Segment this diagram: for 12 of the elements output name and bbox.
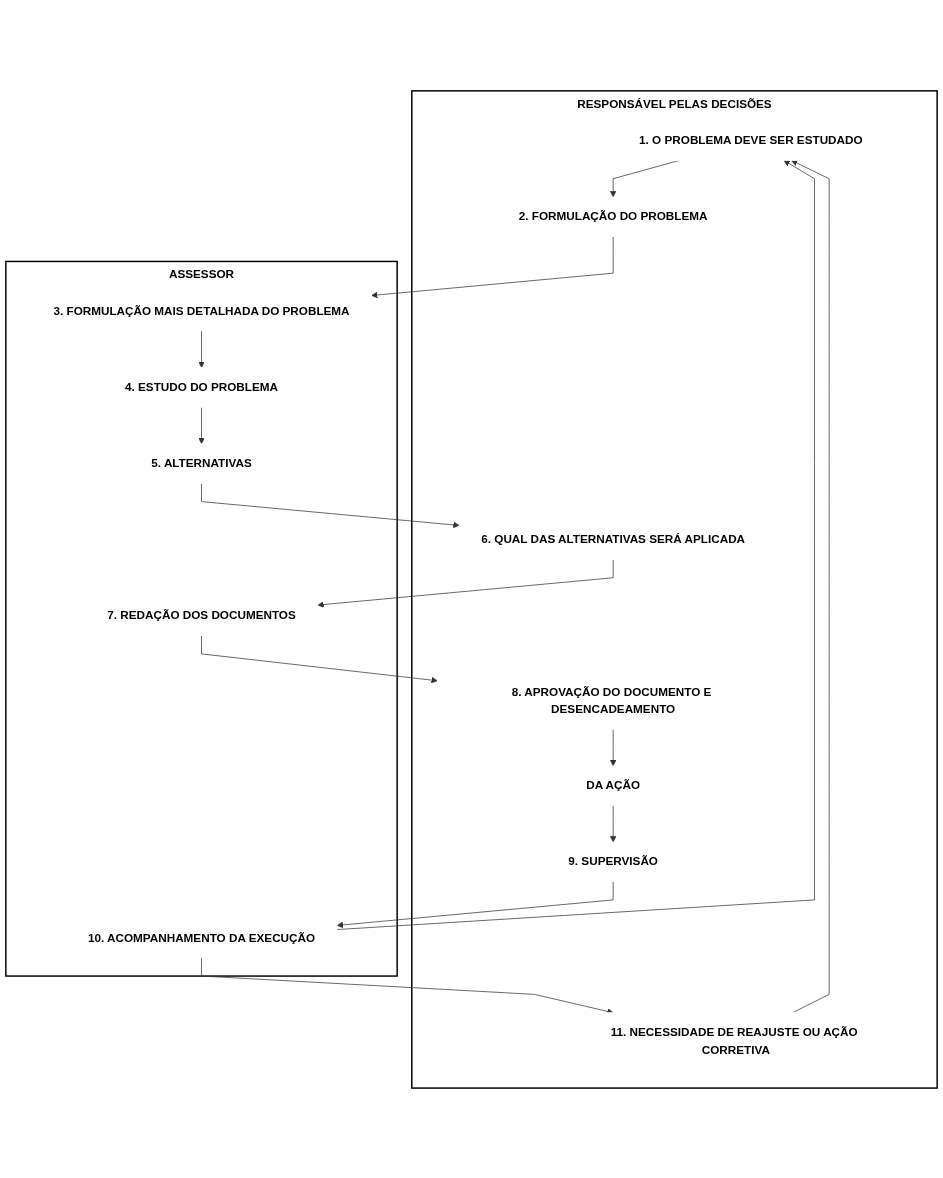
node-text: 8. APROVAÇÃO DO DOCUMENTO E DESENCADEAMENTO	[511, 684, 712, 715]
node-text: DA AÇÃO	[586, 778, 641, 792]
node-text: 7. REDAÇÃO DOS DOCUMENTOS	[107, 608, 296, 622]
node-text: 5. ALTERNATIVAS	[151, 456, 252, 469]
node-text: 10. ACOMPANHAMENTO DA EXECUÇÃO	[87, 930, 316, 944]
node-text: 1. O PROBLEMA DEVE SER ESTUDADO	[639, 133, 863, 147]
node-text: 3. FORMULAÇÃO MAIS DETALHADA DO PROBLEMA	[53, 304, 350, 317]
node-text: 6. QUAL DAS ALTERNATIVAS SERÁ APLICADA	[481, 532, 746, 546]
node-text: 9. SUPERVISÃO	[568, 854, 658, 868]
node-text: 4. ESTUDO DO PROBLEMA	[125, 380, 278, 393]
node-text: 11. NECESSIDADE DE REAJUSTE OU AÇÃO CORRETIVA	[610, 1025, 858, 1056]
node-text: 2. FORMULAÇÃO DO PROBLEMA	[518, 209, 708, 223]
